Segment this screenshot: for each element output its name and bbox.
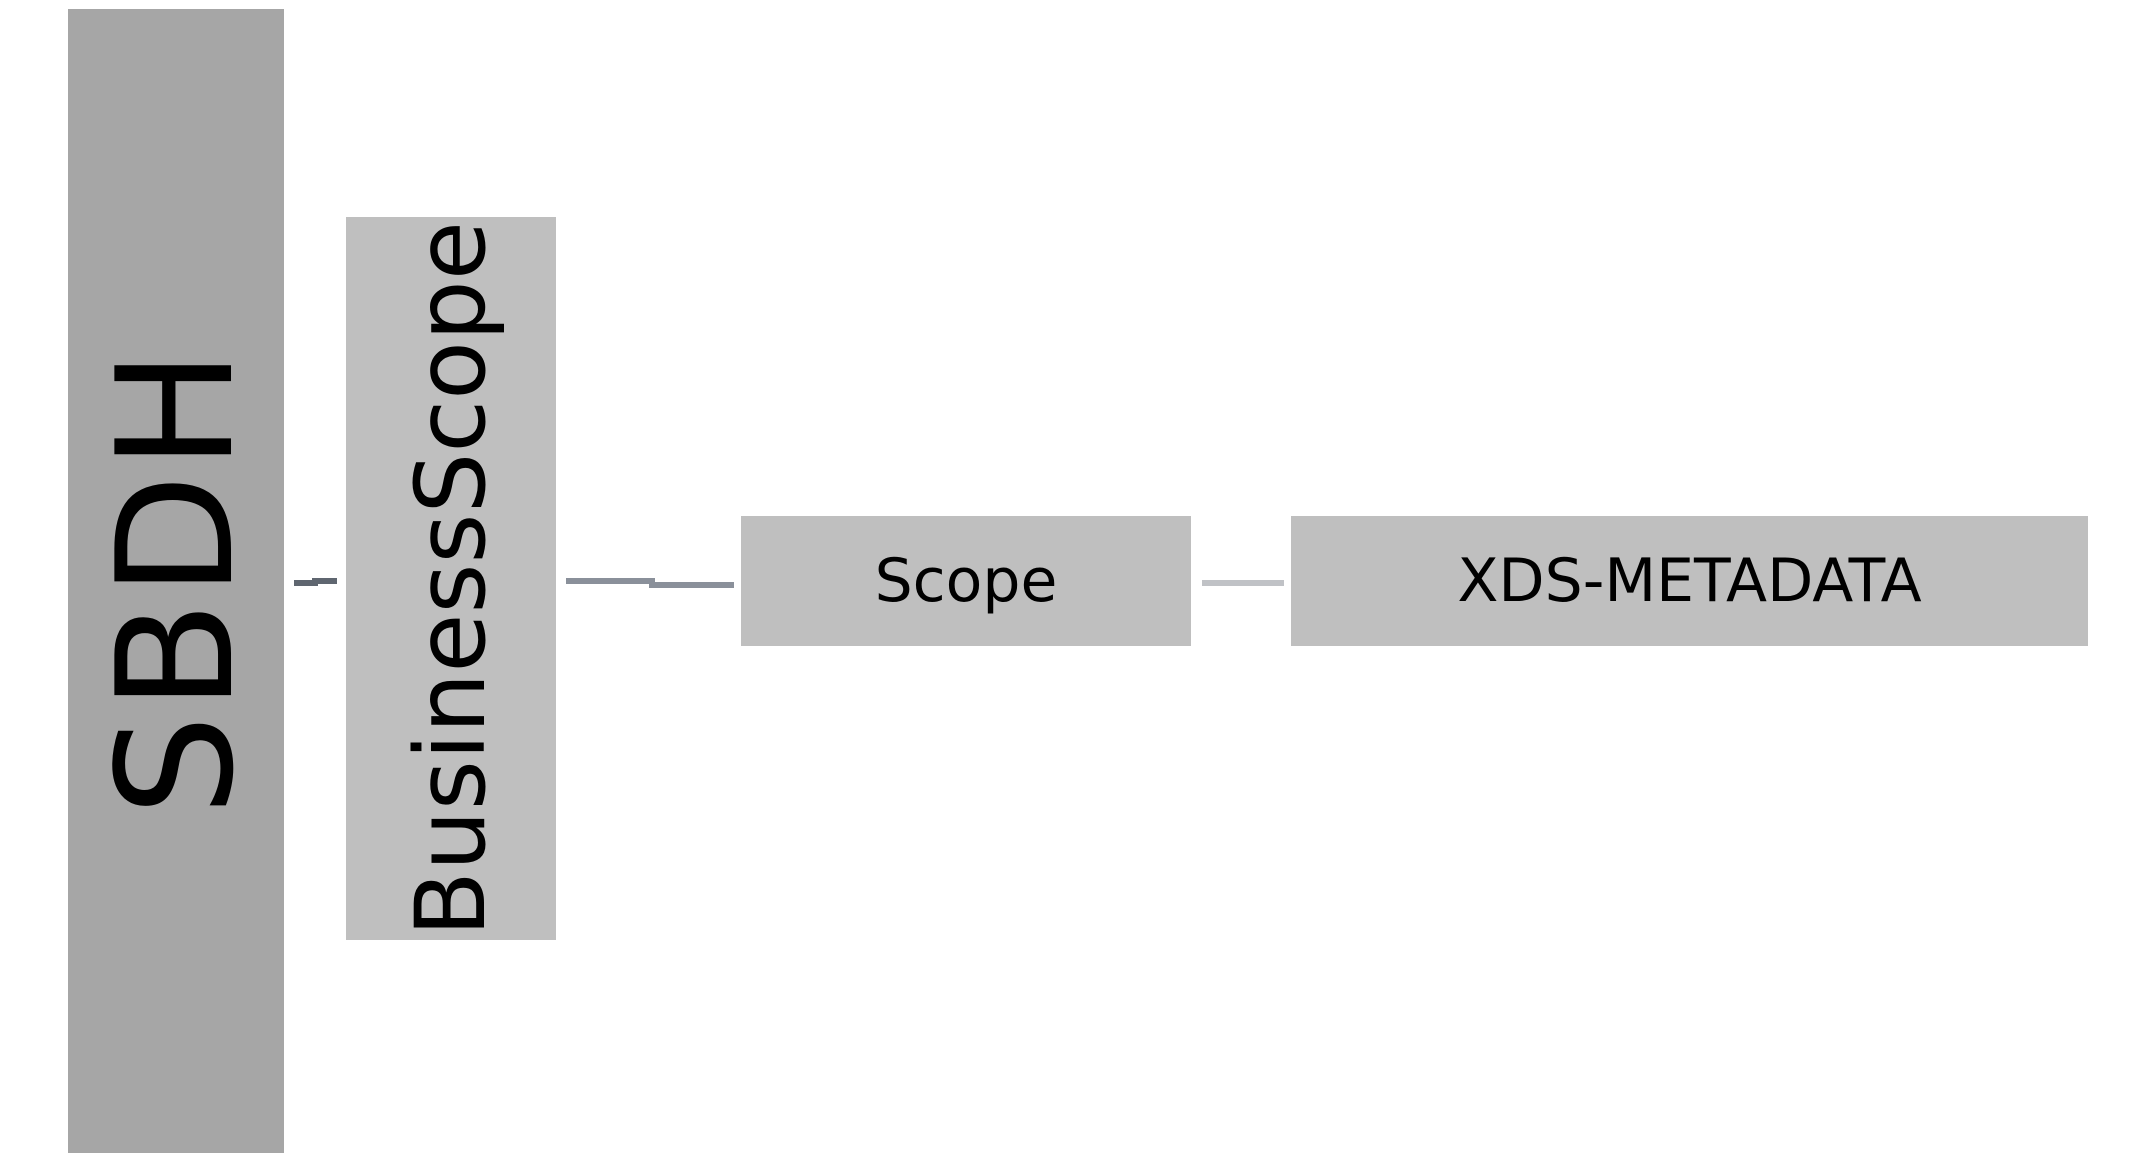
node-businessscope-label: BusinessScope xyxy=(395,220,507,937)
node-xds-metadata-label: XDS-METADATA xyxy=(1457,546,1922,616)
node-scope: Scope xyxy=(741,516,1191,646)
node-scope-label: Scope xyxy=(874,546,1058,616)
connector-sbdh-businessscope xyxy=(294,578,337,586)
node-sbdh: SBDH xyxy=(68,9,284,1153)
node-sbdh-label: SBDH xyxy=(82,345,269,817)
node-xds-metadata: XDS-METADATA xyxy=(1291,516,2088,646)
node-businessscope: BusinessScope xyxy=(346,217,556,940)
connector-businessscope-scope xyxy=(566,578,734,588)
